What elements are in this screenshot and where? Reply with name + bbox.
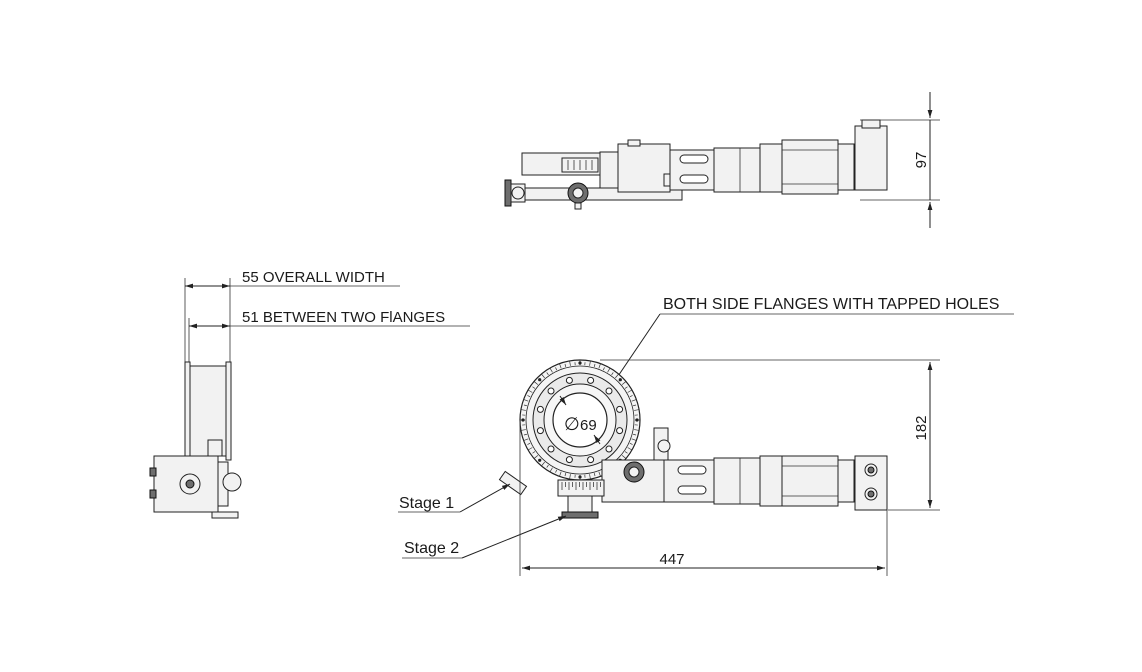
flange-bolts bbox=[521, 361, 639, 479]
scale-tick bbox=[634, 409, 640, 411]
scale-tick bbox=[629, 442, 633, 445]
scale-tick bbox=[549, 367, 553, 373]
scale-tick bbox=[520, 429, 526, 431]
tapped-hole bbox=[578, 361, 582, 365]
scale-tick bbox=[627, 447, 633, 451]
scale-tick bbox=[555, 367, 558, 371]
scale-tick bbox=[611, 372, 614, 376]
scale-tick bbox=[593, 473, 596, 477]
scale-tick bbox=[559, 363, 562, 369]
scale-tick bbox=[555, 469, 558, 473]
scale-tick bbox=[598, 363, 601, 369]
scale-tick bbox=[523, 433, 527, 436]
bolt-hole bbox=[587, 376, 595, 384]
scale-tick bbox=[569, 474, 571, 480]
length-dimension: 447 bbox=[659, 551, 684, 568]
scale-tick bbox=[627, 389, 633, 393]
bolt-hole bbox=[616, 427, 624, 435]
scale-tick bbox=[541, 461, 545, 467]
tapped-hole bbox=[521, 418, 525, 422]
scale-tick bbox=[615, 373, 619, 379]
bolt-hole bbox=[536, 427, 544, 435]
bolt-hole bbox=[536, 405, 544, 413]
bolt-hole bbox=[605, 387, 613, 395]
scale-tick bbox=[532, 451, 536, 454]
scale-tick bbox=[631, 438, 637, 441]
bolt-hole bbox=[565, 376, 573, 384]
between-flanges-label: 51 BETWEEN TWO FlANGES bbox=[242, 309, 445, 326]
scale-ticks bbox=[520, 360, 640, 480]
scale-tick bbox=[589, 360, 591, 366]
scale-tick bbox=[520, 409, 526, 411]
front-view: BOTH SIDE FLANGES WITH TAPPED HOLES ∅ 69 bbox=[398, 296, 1014, 576]
diameter-dimension: 69 bbox=[580, 417, 597, 434]
tapped-hole bbox=[618, 378, 622, 382]
bolt-hole bbox=[565, 456, 573, 464]
scale-tick bbox=[541, 373, 545, 379]
scale-tick bbox=[559, 471, 562, 477]
side-view: 55 OVERALL WIDTH 51 BETWEEN TWO FlANGES bbox=[149, 269, 470, 519]
tapped-hole bbox=[578, 475, 582, 479]
bolt-hole bbox=[616, 405, 624, 413]
scale-tick bbox=[624, 451, 628, 454]
scale-tick bbox=[598, 471, 601, 477]
scale-tick bbox=[523, 404, 527, 407]
scale-tick bbox=[624, 386, 628, 389]
scale-tick bbox=[527, 389, 533, 393]
tapped-holes-label: BOTH SIDE FLANGES WITH TAPPED HOLES bbox=[663, 296, 999, 313]
scale-tick bbox=[621, 455, 627, 459]
scale-tick bbox=[602, 367, 605, 371]
scale-tick bbox=[532, 386, 536, 389]
scale-tick bbox=[633, 404, 637, 407]
ruler-scale bbox=[561, 482, 601, 490]
scale-tick bbox=[633, 433, 637, 436]
scale-tick bbox=[564, 473, 567, 477]
stage1-label: Stage 1 bbox=[399, 495, 454, 512]
tapped-hole bbox=[538, 378, 542, 382]
scale-tick bbox=[527, 447, 533, 451]
scale-tick bbox=[564, 363, 567, 367]
tapped-hole bbox=[635, 418, 639, 422]
overall-width-label: 55 OVERALL WIDTH bbox=[242, 269, 385, 286]
scale-tick bbox=[527, 395, 531, 398]
scale-tick bbox=[569, 360, 571, 366]
height-front-dimension: 182 bbox=[913, 415, 930, 440]
bolt-hole bbox=[547, 387, 555, 395]
scale-tick bbox=[527, 442, 531, 445]
height-top-dimension: 97 bbox=[913, 152, 930, 169]
diameter-symbol: ∅ bbox=[564, 414, 580, 434]
scale-tick bbox=[546, 464, 549, 468]
scale-tick bbox=[533, 381, 539, 385]
scale-tick bbox=[523, 399, 529, 402]
scale-tick bbox=[549, 467, 553, 473]
scale-tick bbox=[629, 395, 633, 398]
scale-tick bbox=[607, 367, 611, 373]
scale-tick bbox=[593, 363, 596, 367]
stage2-label: Stage 2 bbox=[404, 540, 459, 557]
scale-tick bbox=[631, 399, 637, 402]
top-view: 97 bbox=[504, 92, 940, 228]
scale-tick bbox=[589, 474, 591, 480]
scale-tick bbox=[546, 372, 549, 376]
tapped-hole bbox=[538, 458, 542, 462]
bolt-hole bbox=[605, 445, 613, 453]
scale-tick bbox=[533, 455, 539, 459]
scale-tick bbox=[523, 438, 529, 441]
scale-tick bbox=[621, 381, 627, 385]
bolt-hole bbox=[547, 445, 555, 453]
bolt-hole bbox=[587, 456, 595, 464]
scale-tick bbox=[634, 429, 640, 431]
